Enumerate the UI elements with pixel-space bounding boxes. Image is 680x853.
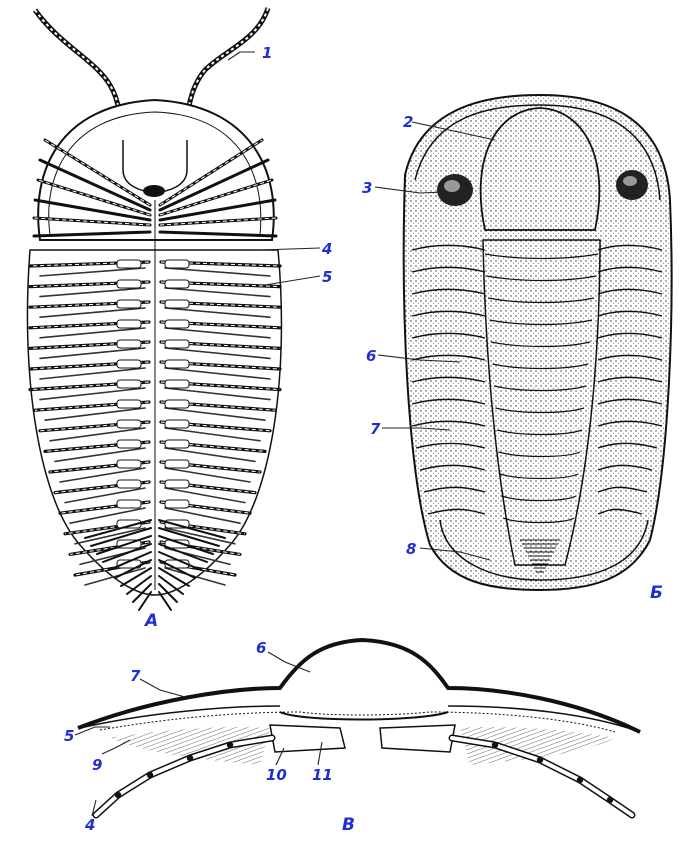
coxa-plate xyxy=(165,420,189,428)
coxa-plate xyxy=(117,440,141,448)
coxa-plate xyxy=(117,480,141,488)
callout-coxa: 10 xyxy=(266,766,287,784)
coxa-plate xyxy=(117,260,141,268)
callout-pleura-section: 7 xyxy=(130,667,141,685)
coxa-plate xyxy=(165,320,189,328)
coxa-plate xyxy=(165,440,189,448)
coxa-plate xyxy=(165,360,189,368)
callout-antenna: 1 xyxy=(262,44,272,62)
panel-label-v: В xyxy=(342,815,355,835)
coxa-plate xyxy=(117,320,141,328)
coxa-plate xyxy=(165,340,189,348)
exoskeleton-section xyxy=(78,640,640,732)
coxa-plate xyxy=(165,280,189,288)
coxa-plate xyxy=(165,500,189,508)
panel-b-dorsal-view xyxy=(404,95,672,590)
coxa-plate xyxy=(117,300,141,308)
callout-leg-section: 4 xyxy=(84,816,95,834)
callout-gill-section: 5 xyxy=(64,727,74,745)
coxa-plate xyxy=(117,360,141,368)
callout-axial-lobe: 6 xyxy=(366,347,376,365)
coxa-right xyxy=(380,725,455,752)
coxa-plate xyxy=(165,480,189,488)
coxa-left xyxy=(270,725,345,752)
panel-label-b: Б xyxy=(650,583,663,603)
coxa-plate xyxy=(165,400,189,408)
coxa-plate xyxy=(117,400,141,408)
coxa-plate xyxy=(165,380,189,388)
coxa-plate xyxy=(117,340,141,348)
callout-pleural-lobe: 7 xyxy=(370,420,381,438)
coxa-plate xyxy=(165,260,189,268)
panel-v-cross-section xyxy=(78,640,640,815)
callout-axial-section: 6 xyxy=(256,639,266,657)
panel-a-ventral-view xyxy=(27,8,281,610)
callout-gill-upper: 5 xyxy=(322,268,332,286)
coxa-plate xyxy=(117,280,141,288)
callout-gill-filaments: 9 xyxy=(92,756,102,774)
panel-label-a: А xyxy=(143,611,158,631)
coxa-plate xyxy=(117,420,141,428)
callout-gnathobase: 11 xyxy=(312,766,333,784)
coxa-plate xyxy=(117,380,141,388)
coxa-plate xyxy=(165,300,189,308)
coxa-plate xyxy=(117,460,141,468)
callout-glabella: 2 xyxy=(403,113,413,131)
coxa-plate xyxy=(165,460,189,468)
coxa-plate xyxy=(117,500,141,508)
callout-leg-upper: 4 xyxy=(321,240,332,258)
callout-pygidium: 8 xyxy=(406,540,416,558)
callout-eye: 3 xyxy=(362,179,372,197)
